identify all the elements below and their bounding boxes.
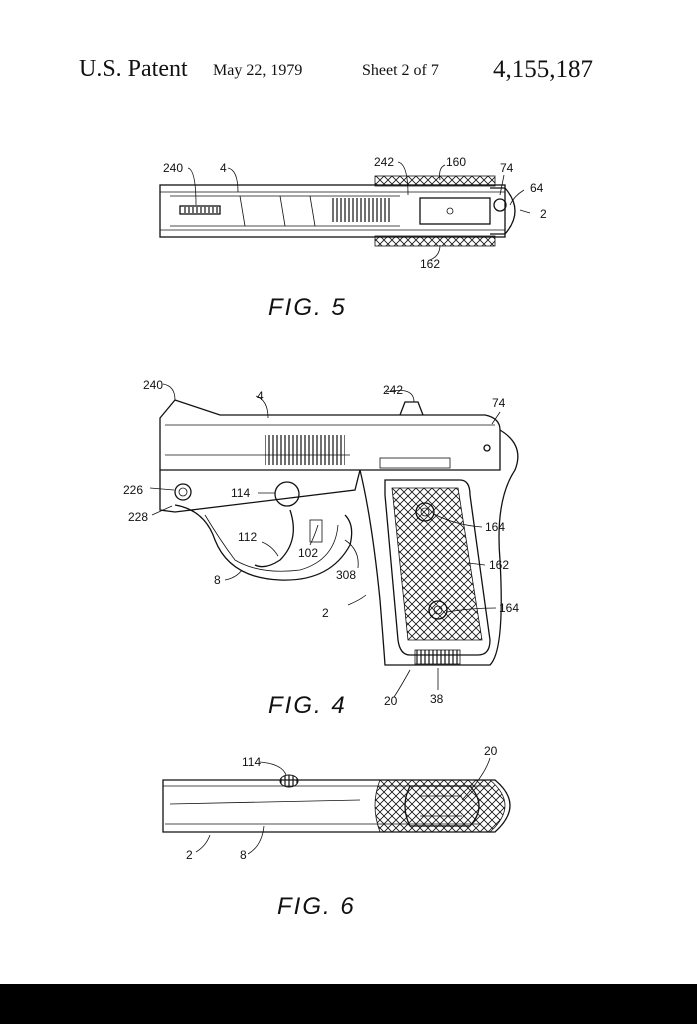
fig6-label-114: 114 xyxy=(242,755,261,769)
fig4-label-228: 228 xyxy=(128,510,148,524)
fig4-label-38: 38 xyxy=(430,692,444,706)
fig4-label-8: 8 xyxy=(214,573,221,587)
fig4-label-226: 226 xyxy=(123,483,143,497)
fig6-label-2: 2 xyxy=(186,848,193,862)
fig5-label-2: 2 xyxy=(540,207,547,221)
fig4-label-102: 102 xyxy=(298,546,318,560)
fig6-caption: FIG. 6 xyxy=(277,893,356,920)
fig5-label-160: 160 xyxy=(446,155,466,169)
fig4-label-114: 114 xyxy=(231,486,250,500)
fig5-label-64: 64 xyxy=(530,181,544,195)
fig5-label-242: 242 xyxy=(374,155,394,169)
fig4-drawing xyxy=(149,383,519,698)
fig4-label-164-lower: 164 xyxy=(499,601,519,615)
fig4-label-112: 112 xyxy=(238,530,257,544)
fig5-label-162: 162 xyxy=(420,257,440,271)
fig4-caption: FIG. 4 xyxy=(268,692,347,719)
fig4-label-162: 162 xyxy=(489,558,509,572)
patent-number: 4,155,187 xyxy=(493,56,593,83)
fig5-caption: FIG. 5 xyxy=(268,294,347,321)
fig4-label-242: 242 xyxy=(383,383,403,397)
fig6-drawing xyxy=(162,757,511,855)
fig4-label-164-upper: 164 xyxy=(485,520,505,534)
fig4-label-4: 4 xyxy=(257,389,264,403)
fig4-label-2: 2 xyxy=(322,606,329,620)
fig4-label-74: 74 xyxy=(492,396,506,410)
patent-title: U.S. Patent xyxy=(79,56,188,82)
fig4-label-240: 240 xyxy=(143,378,163,392)
fig6-label-20: 20 xyxy=(484,744,498,758)
fig5-drawing xyxy=(159,161,531,261)
fig5-label-240: 240 xyxy=(163,161,183,175)
patent-date: May 22, 1979 xyxy=(213,62,303,79)
scan-bottom-bar xyxy=(0,984,697,1024)
sheet-number: Sheet 2 of 7 xyxy=(362,62,439,79)
fig6-label-8: 8 xyxy=(240,848,247,862)
fig4-label-308: 308 xyxy=(336,568,356,582)
fig4-label-20: 20 xyxy=(384,694,398,708)
fig5-label-74: 74 xyxy=(500,161,514,175)
fig5-label-4: 4 xyxy=(220,161,227,175)
